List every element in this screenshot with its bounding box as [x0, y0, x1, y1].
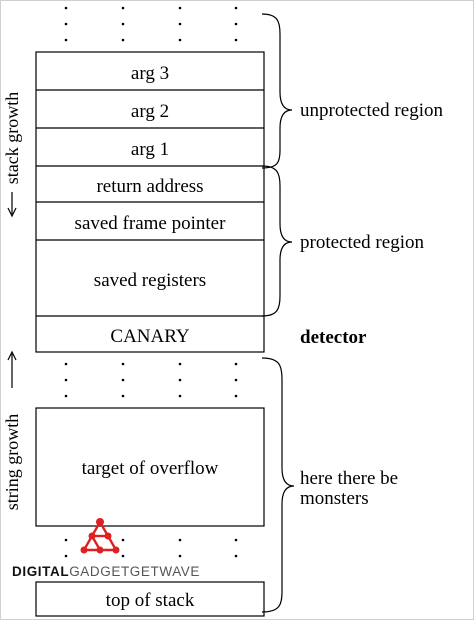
slot-return-address: return address: [96, 176, 203, 197]
slot-canary: CANARY: [110, 326, 189, 347]
slot-arg1: arg 1: [131, 139, 169, 160]
watermark-logo-icon: [80, 518, 120, 554]
dots-top: [64, 6, 238, 42]
slot-arg2: arg 2: [131, 101, 169, 122]
label-monsters-line1: here there be: [300, 468, 398, 489]
label-unprotected-region: unprotected region: [300, 100, 443, 121]
dots-middle: [64, 362, 238, 398]
string-growth-arrowhead: [7, 350, 17, 361]
watermark-text: DIGITALGADGETGETWAVE: [12, 564, 200, 579]
watermark-text-bold: DIGITAL: [12, 564, 69, 579]
brace-monsters: [261, 357, 295, 613]
label-string-growth: string growth: [2, 414, 22, 511]
slot-saved-registers: saved registers: [94, 270, 206, 291]
string-growth-axis: string growth: [2, 350, 22, 511]
slot-arg3: arg 3: [131, 63, 169, 84]
brace-protected: [261, 165, 293, 317]
label-monsters-line2: monsters: [300, 488, 369, 509]
slot-saved-frame-pointer: saved frame pointer: [75, 213, 227, 234]
top-of-stack-box: [35, 581, 265, 617]
dots-bottom: [64, 538, 238, 558]
label-stack-growth: stack growth: [2, 92, 22, 184]
watermark-text-rest: GADGETGETWAVE: [69, 564, 200, 579]
upper-stack-block: [35, 51, 265, 353]
slot-target: target of overflow: [82, 458, 219, 479]
target-box: [35, 407, 265, 527]
label-detector: detector: [300, 327, 367, 348]
stack-growth-axis: stack growth: [2, 92, 22, 218]
slot-top-of-stack: top of stack: [106, 590, 195, 611]
label-protected-region: protected region: [300, 232, 424, 253]
brace-unprotected: [261, 13, 293, 169]
stack-growth-arrowhead: [7, 207, 17, 218]
